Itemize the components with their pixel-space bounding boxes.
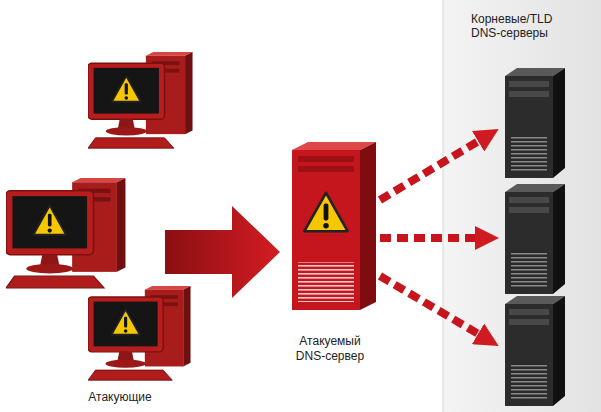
root-server xyxy=(505,184,565,294)
attacker-computer xyxy=(6,178,125,288)
query-arrow xyxy=(380,276,488,340)
query-arrow xyxy=(380,234,487,242)
attack-arrow xyxy=(165,206,280,298)
root-server xyxy=(505,296,565,406)
node-label: Атакуемый DNS-сервер xyxy=(290,334,370,363)
attacker-computer xyxy=(88,286,190,380)
root-server xyxy=(505,68,565,178)
attacker-group: Атакующие xyxy=(45,50,165,408)
server-group: Корневые/TLD DNS-серверы xyxy=(443,0,601,60)
server-panel xyxy=(443,0,601,412)
node-label: Корневые/TLD DNS-серверы xyxy=(471,12,573,41)
target-server xyxy=(292,142,376,310)
server-box: Атакуемый DNS-сервер xyxy=(280,135,380,367)
panel-edge xyxy=(443,0,444,412)
node-label: Атакующие xyxy=(75,390,165,404)
attacker-computer xyxy=(88,52,193,148)
query-arrow xyxy=(380,135,488,200)
